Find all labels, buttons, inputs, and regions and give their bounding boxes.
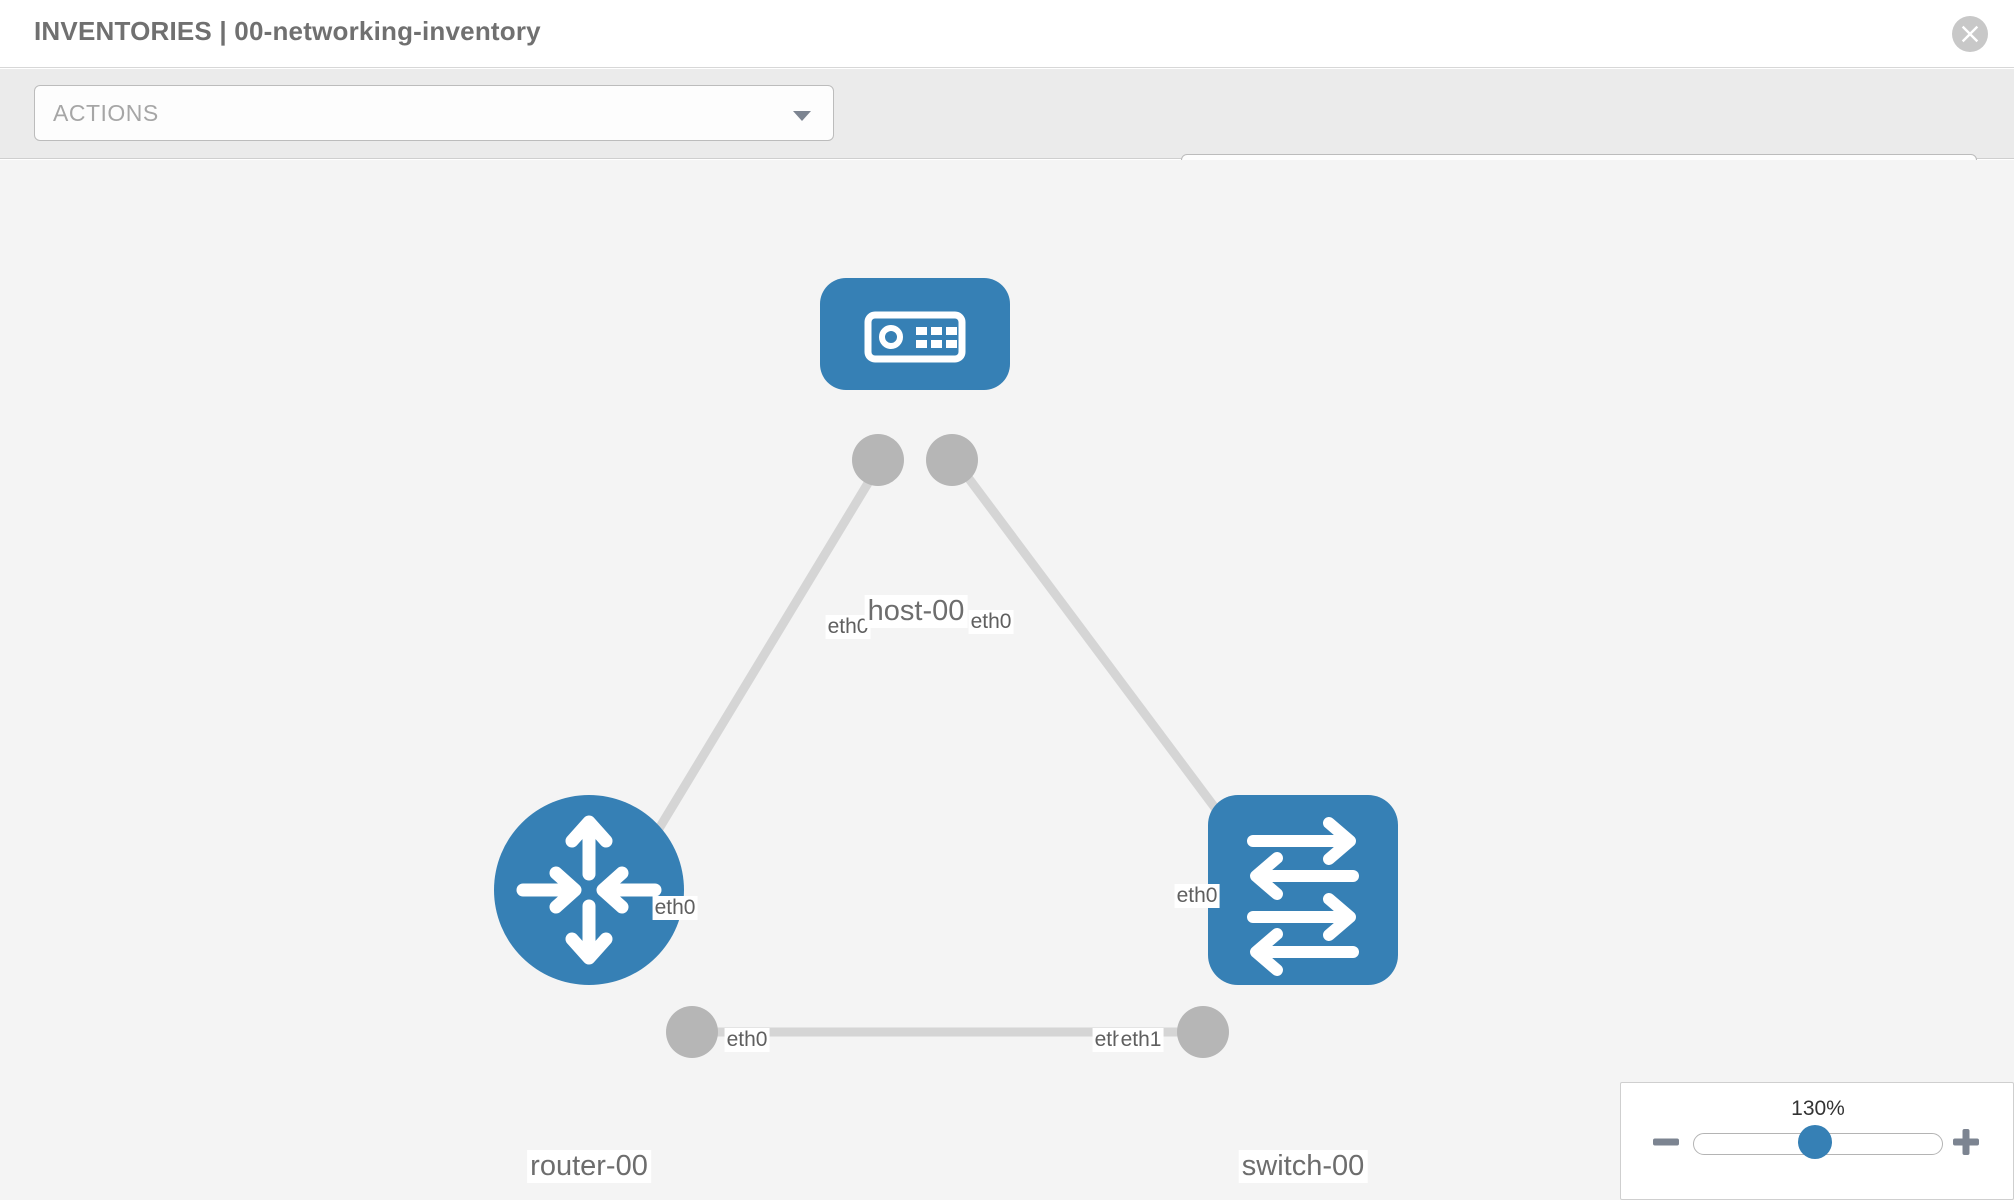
topology-graph [494,278,1398,1058]
page-header: INVENTORIES | 00-networking-inventory [0,0,2014,68]
topology-ports [666,434,1268,1058]
iface-label: eth0 [825,615,871,639]
node-label-router-00: router-00 [527,1150,651,1183]
port-host00-eth0-right [926,434,978,486]
toolbar: ACTIONS SEARCH [0,69,2014,210]
node-switch-00 [1208,795,1398,985]
port-host00-eth0-left [852,434,904,486]
minus-icon[interactable] [1651,1127,1681,1157]
zoom-slider-thumb[interactable] [1798,1125,1832,1159]
link-host00-router00 [636,457,886,863]
node-router-00 [494,795,684,985]
chevron-down-icon [793,111,811,121]
zoom-level-label: 130% [1791,1097,1845,1120]
page-title: INVENTORIES | 00-networking-inventory [34,16,541,46]
zoom-control-panel: 130% [1620,1082,2014,1200]
node-label-host-00: host-00 [864,595,968,628]
iface-label: eth0 [724,1028,770,1052]
port-router00-eth0 [666,1006,718,1058]
node-label-switch-00: switch-00 [1238,1150,1368,1183]
iface-label: eth1 [1118,1028,1164,1052]
topology-links [636,457,1249,1037]
actions-dropdown[interactable]: ACTIONS [34,85,834,141]
actions-dropdown-label: ACTIONS [53,100,159,126]
close-icon[interactable] [1952,16,1988,52]
link-host00-switch00 [951,457,1249,851]
node-host-00 [820,278,1010,390]
iface-label: eth0 [968,610,1014,634]
iface-label: eth0 [1174,884,1220,908]
port-switch00-eth1 [1177,1006,1229,1058]
iface-label: eth0 [652,896,698,920]
topology-canvas[interactable]: eth0 eth0 eth0 eth0 eth0 eth0 eth1 host-… [0,160,2014,1200]
plus-icon[interactable] [1951,1127,1981,1157]
